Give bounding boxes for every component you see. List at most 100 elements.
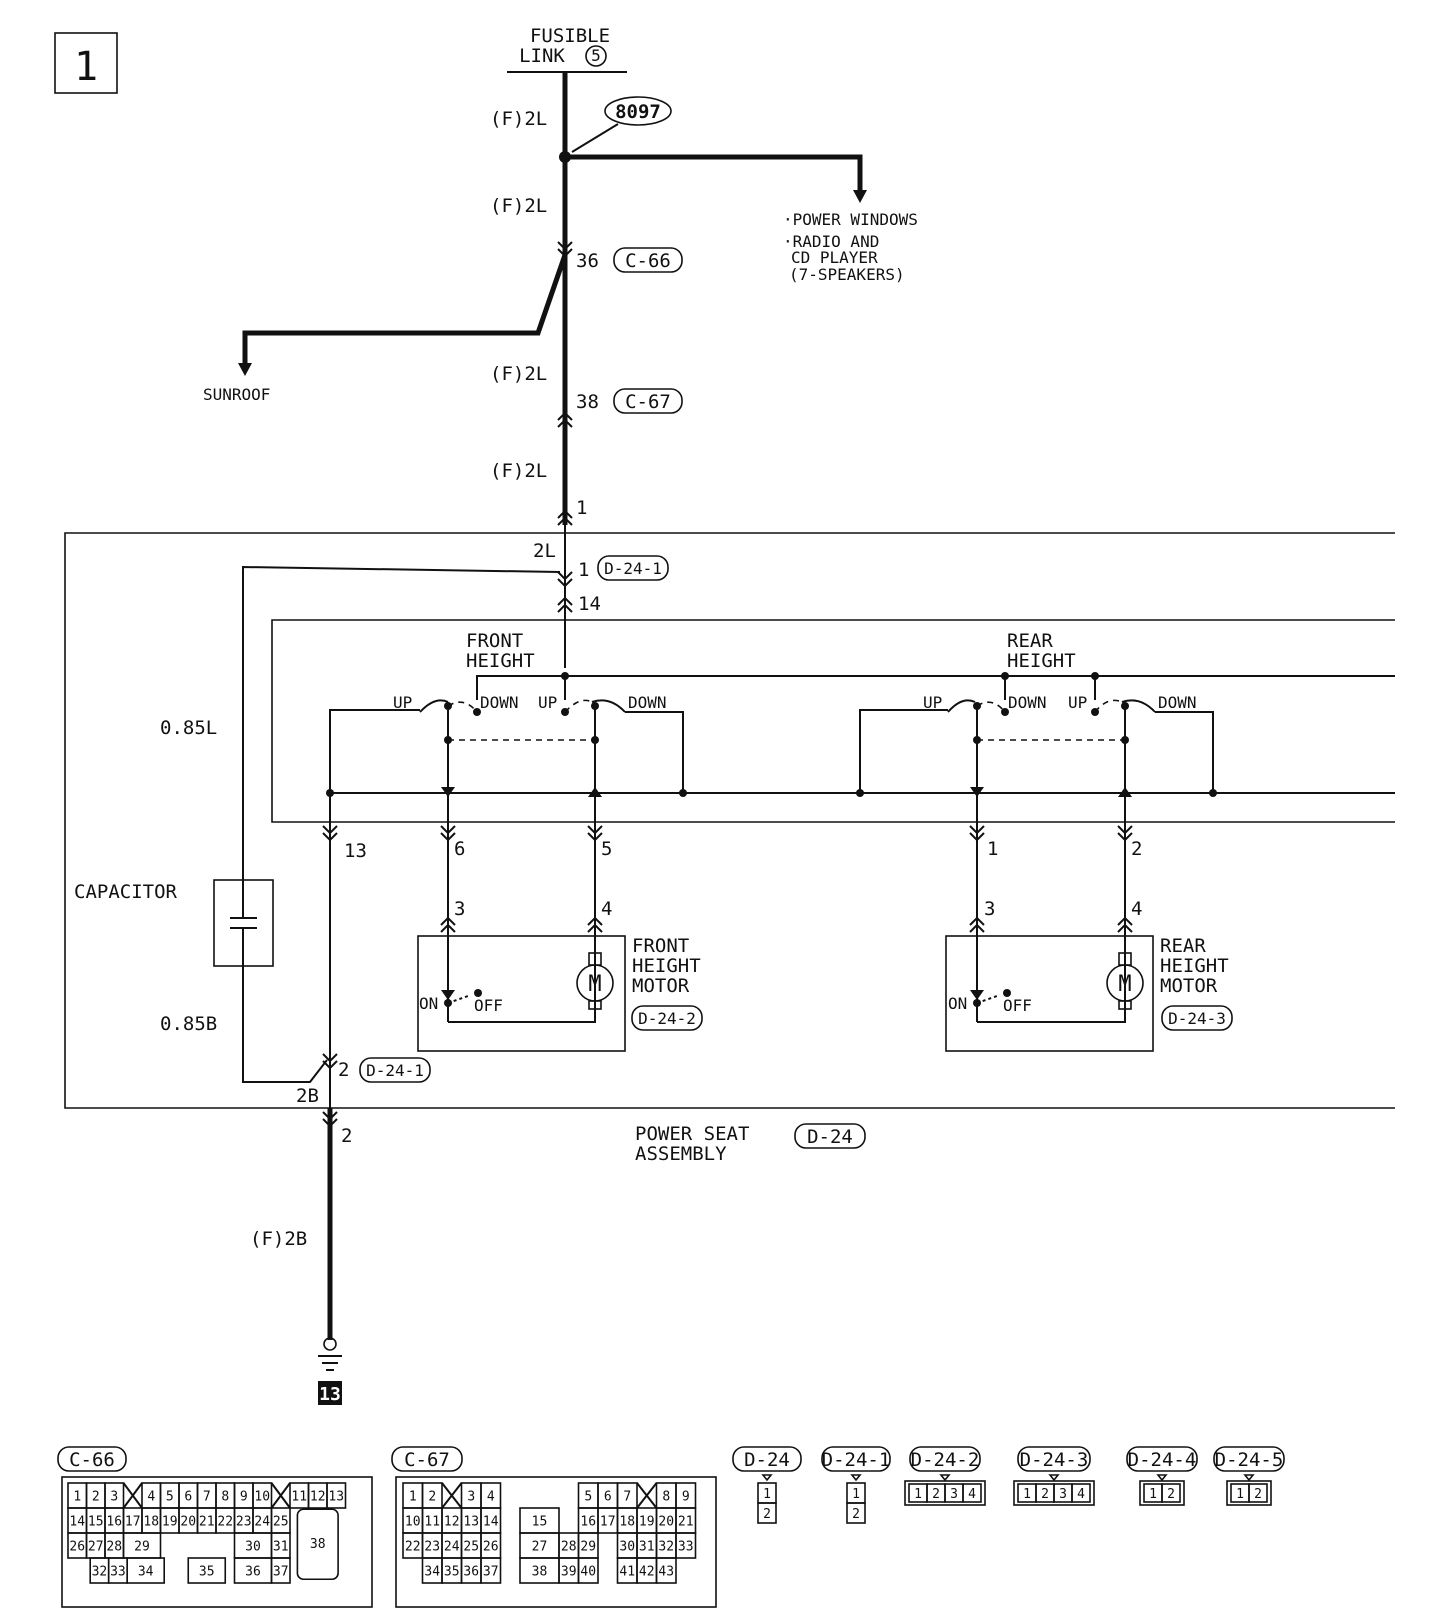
d243-pin: 4: [1077, 1487, 1085, 1502]
c67-pin: 40: [580, 1565, 596, 1580]
c67-pin: 31: [639, 1540, 655, 1555]
c67-pin: 13: [463, 1515, 479, 1530]
ground-terminal: [323, 1337, 337, 1351]
front-up2-label: UP: [538, 693, 557, 712]
c66-pin: 36: [245, 1565, 261, 1580]
fusible-link-label2: LINK: [519, 45, 565, 67]
c67-pin: 27: [532, 1540, 548, 1555]
motor-pin-3a: 3: [454, 898, 465, 920]
wire-label-3: (F)2L: [490, 363, 547, 385]
d243-pin: 3: [1059, 1487, 1067, 1502]
c67-pin: 39: [561, 1565, 577, 1580]
wire-label-085l: 0.85L: [160, 717, 217, 739]
d244-tag-label: D-24-4: [1128, 1449, 1197, 1471]
d245-pin: 2: [1254, 1487, 1262, 1502]
d243-tag: [1017, 1446, 1091, 1472]
c66-pin: 23: [236, 1515, 252, 1530]
wire-label-2b: 2B: [296, 1085, 319, 1107]
rear-height-label: REAR: [1007, 630, 1053, 652]
splice-label: 8097: [615, 101, 661, 123]
front-motor-symbol: M: [588, 972, 601, 997]
c67-pin: 35: [444, 1565, 460, 1580]
d242-pin: 1: [914, 1487, 922, 1502]
pin-label-13: 13: [344, 840, 367, 862]
radio-label2: CD PLAYER: [791, 248, 878, 267]
rear-down2-label: DOWN: [1158, 693, 1197, 712]
c66-pin: 16: [106, 1515, 122, 1530]
c66-pin: 8: [221, 1490, 229, 1505]
c66-pin: 26: [69, 1540, 85, 1555]
d241-top-code: D-24-1: [604, 559, 662, 578]
d244-pin: 2: [1167, 1487, 1175, 1502]
front-up-label: UP: [393, 693, 412, 712]
c67-pin: 37: [483, 1565, 499, 1580]
rear-motor-label2: HEIGHT: [1160, 955, 1229, 977]
ground-label: 13: [319, 1384, 341, 1405]
d241-pin: 2: [852, 1507, 860, 1522]
branch-sunroof: [242, 254, 568, 368]
d242-tag: [909, 1446, 981, 1472]
d241-top-pin: 1: [578, 559, 589, 581]
fusible-link-number: 5: [591, 46, 601, 65]
front-motor-label1: FRONT: [632, 935, 689, 957]
c67-ref-box: [613, 388, 683, 414]
c66-pin: 11: [291, 1490, 307, 1505]
arrow-power-windows: [853, 190, 867, 203]
front-height-motor: ON OFF M: [417, 935, 626, 1052]
c67-pin: 7: [623, 1490, 631, 1505]
c66-pin: 34: [138, 1565, 154, 1580]
c67-ref-code: C-67: [625, 391, 671, 413]
pin-label-14: 14: [578, 593, 601, 615]
c67-pin: 30: [619, 1540, 635, 1555]
rear-height-label2: HEIGHT: [1007, 650, 1076, 672]
wire-label-085b: 0.85B: [160, 1013, 217, 1035]
c67-pin: 5: [584, 1490, 592, 1505]
c67-pin: 42: [639, 1565, 655, 1580]
c67-face: [395, 1476, 717, 1608]
pin-label-6: 6: [454, 838, 465, 860]
c67-pin: 14: [483, 1515, 499, 1530]
radio-label3: (7-SPEAKERS): [789, 265, 905, 284]
d24-pin: 1: [763, 1487, 771, 1502]
switch-box: [271, 619, 1395, 823]
c66-pin: 14: [69, 1515, 85, 1530]
d24-tag: [732, 1446, 802, 1472]
d242-pin: 4: [968, 1487, 976, 1502]
c66-pin: 10: [254, 1490, 270, 1505]
c66-pin: 7: [203, 1490, 211, 1505]
c66-pin: 9: [240, 1490, 248, 1505]
rear-motor-off: OFF: [1003, 996, 1032, 1015]
c66-pin: 15: [88, 1515, 104, 1530]
d244-tag: [1126, 1446, 1198, 1472]
c67-pin: 43: [658, 1565, 674, 1580]
c66-pin: 38: [310, 1537, 326, 1552]
rear-motor-on: ON: [948, 994, 967, 1013]
c66-pin: 3: [110, 1490, 118, 1505]
c67-pin: 38: [532, 1565, 548, 1580]
c66-ref-code: C-66: [625, 250, 671, 272]
motor-pin-3b: 3: [984, 898, 995, 920]
d241-pin: 1: [852, 1487, 860, 1502]
c66-pin: 27: [88, 1540, 104, 1555]
motor-pin-4b: 4: [1131, 898, 1142, 920]
d243-pin: 2: [1041, 1487, 1049, 1502]
splice-ellipse: [604, 96, 672, 126]
motor-pin-4a: 4: [601, 898, 612, 920]
wire-085b: [242, 966, 328, 1083]
wire-label-4: (F)2L: [490, 460, 547, 482]
c67-tag: [391, 1446, 463, 1472]
assembly-label2: ASSEMBLY: [635, 1143, 727, 1165]
c67-pin: 26: [483, 1540, 499, 1555]
c67-pin: 6: [604, 1490, 612, 1505]
power-windows-label: ·POWER WINDOWS: [783, 210, 918, 229]
c67-pin: 20: [658, 1515, 674, 1530]
c67-pin: 22: [405, 1540, 421, 1555]
c67-pin: 3: [467, 1490, 475, 1505]
d243-tag-label: D-24-3: [1020, 1449, 1089, 1471]
c66-pin: 31: [273, 1540, 289, 1555]
c67-pin: 18: [619, 1515, 635, 1530]
c67-pin: 4: [487, 1490, 495, 1505]
pin-label-1: 1: [576, 497, 587, 519]
